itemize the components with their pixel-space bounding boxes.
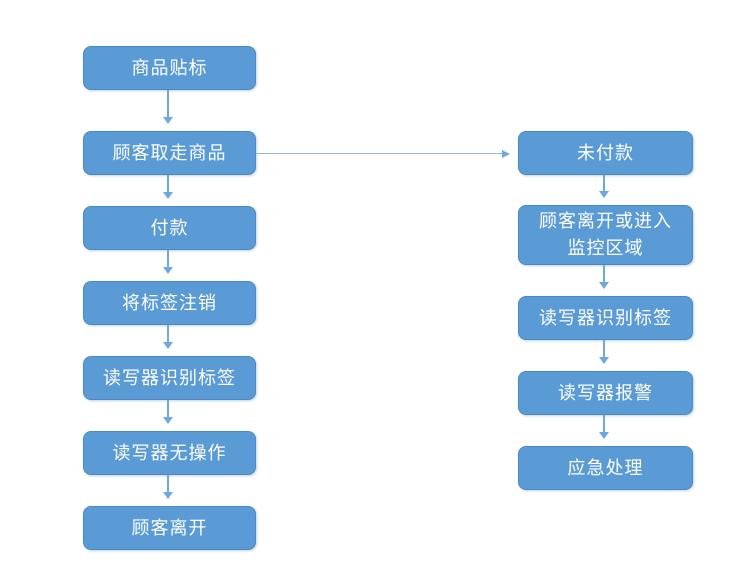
node-顾客离开或进入监控区域[interactable]: 顾客离开或进入 监控区域 xyxy=(518,205,693,265)
connector-line-c5 xyxy=(167,400,169,418)
connector-line-c6 xyxy=(167,475,169,493)
node-读写器识别标签-left[interactable]: 读写器识别标签 xyxy=(83,356,256,400)
arrow-right-icon-c7 xyxy=(502,150,510,158)
node-应急处理[interactable]: 应急处理 xyxy=(518,446,693,490)
connector-line-c7 xyxy=(256,153,502,154)
arrow-down-icon-c10 xyxy=(599,357,609,364)
connector-line-c3 xyxy=(167,250,169,268)
arrow-down-icon-c9 xyxy=(599,282,609,289)
arrow-down-icon-c6 xyxy=(163,492,173,499)
node-顾客离开[interactable]: 顾客离开 xyxy=(83,506,256,550)
node-读写器识别标签-right[interactable]: 读写器识别标签 xyxy=(518,296,693,340)
connector-line-c8 xyxy=(603,175,605,192)
connector-line-c10 xyxy=(603,340,605,358)
node-顾客取走商品[interactable]: 顾客取走商品 xyxy=(83,131,256,175)
arrow-down-icon-c4 xyxy=(163,342,173,349)
arrow-down-icon-c3 xyxy=(163,267,173,274)
node-读写器报警[interactable]: 读写器报警 xyxy=(518,371,693,415)
node-读写器无操作[interactable]: 读写器无操作 xyxy=(83,431,256,475)
arrow-down-icon-c5 xyxy=(163,417,173,424)
connector-line-c9 xyxy=(603,265,605,283)
node-将标签注销[interactable]: 将标签注销 xyxy=(83,281,256,325)
arrow-down-icon-c11 xyxy=(599,432,609,439)
arrow-down-icon-c2 xyxy=(163,192,173,199)
arrow-down-icon-c8 xyxy=(599,191,609,198)
connector-line-c1 xyxy=(167,90,169,118)
node-付款[interactable]: 付款 xyxy=(83,206,256,250)
connector-line-c2 xyxy=(167,175,169,193)
arrow-down-icon-c1 xyxy=(163,117,173,124)
connector-line-c11 xyxy=(603,415,605,433)
node-商品贴标[interactable]: 商品贴标 xyxy=(83,46,256,90)
connector-line-c4 xyxy=(167,325,169,343)
node-未付款[interactable]: 未付款 xyxy=(518,131,693,175)
